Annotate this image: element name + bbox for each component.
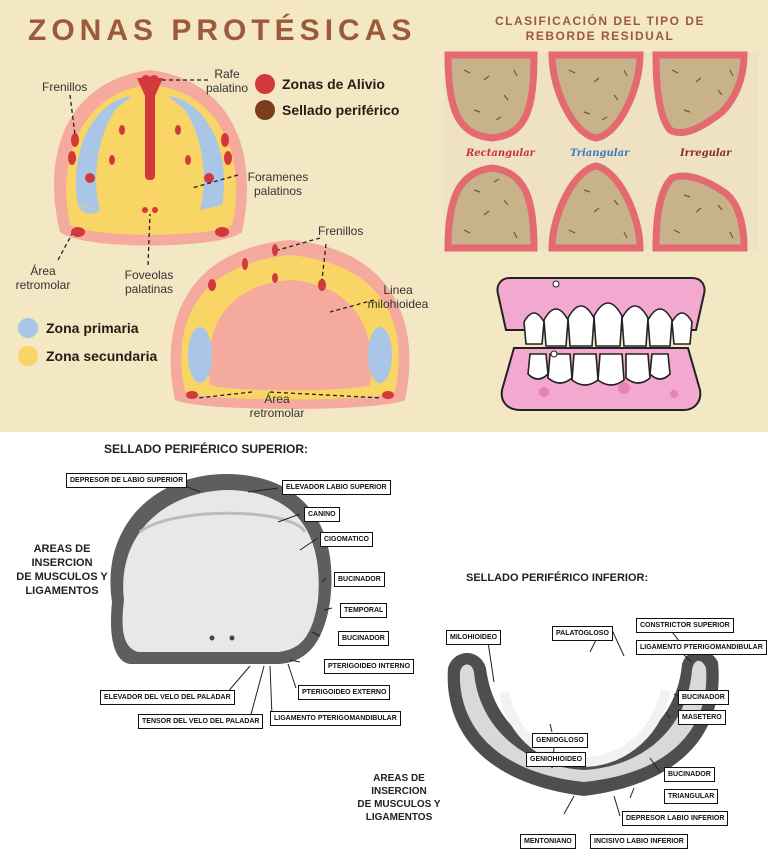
reborde-types-illustration xyxy=(444,51,758,252)
ridges-top-row xyxy=(444,51,748,142)
foveolas-palatinas-label: Foveolas palatinas xyxy=(124,268,174,296)
foramenes-palatinos-label: Foramenes palatinos xyxy=(247,170,309,198)
panel-title: ZONAS PROTÉSICAS xyxy=(28,14,417,47)
rafe-palatino-label: Rafe palatino xyxy=(205,67,249,95)
geniohioideo-box: GENIOHIOIDEO xyxy=(526,752,587,767)
upper-denture-drawing xyxy=(110,473,333,719)
bone-texture xyxy=(463,69,734,239)
tensor-velo-box: TENSOR DEL VELO DEL PALADAR xyxy=(138,714,264,729)
denture-illustration xyxy=(496,277,706,411)
frenillos-label: Frenillos xyxy=(42,80,88,94)
geniogloso-box: GENIOGLOSO xyxy=(532,733,588,748)
ligamento-pterigomandibular-inf-box: LIGAMENTO PTERIGOMANDIBULAR xyxy=(636,640,767,655)
alivio-legend-label: Zonas de Alivio xyxy=(282,76,385,92)
elevador-labio-superior-box: ELEVADOR LABIO SUPERIOR xyxy=(282,480,391,495)
reborde-rectangular-label: Rectangular xyxy=(466,148,535,159)
sellado-inferior-title: SELLADO PERIFÉRICO INFERIOR: xyxy=(466,572,649,584)
pterigoideo-interno-box: PTERIGOIDEO INTERNO xyxy=(324,659,415,674)
reborde-title: CLASIFICACIÓN DEL TIPO DE REBORDE RESIDU… xyxy=(495,14,705,43)
elevador-velo-box: ELEVADOR DEL VELO DEL PALADAR xyxy=(100,690,235,705)
triangular-box: TRIANGULAR xyxy=(664,789,719,804)
ridges-bottom-row xyxy=(444,162,748,252)
buccinador-box-2: BUCINADOR xyxy=(338,631,389,646)
palatogloso-box: PALATOGLOSO xyxy=(552,626,613,641)
alivio-legend-swatch xyxy=(255,74,275,94)
linea-milohioidea-label: Linea milohioidea xyxy=(367,283,429,311)
canino-box: CANINO xyxy=(304,507,340,522)
primaria-legend-swatch xyxy=(18,318,38,338)
buccinador-inf-box-2: BUCINADOR xyxy=(664,767,715,782)
reborde-triangular-label: Triangular xyxy=(570,148,630,159)
milohioideo-box: MILOHIOIDEO xyxy=(446,630,502,645)
area-retromolar-label: Área retromolar xyxy=(15,264,71,292)
lower-arch xyxy=(170,240,410,409)
cigomatico-box: CIGOMATICO xyxy=(320,532,373,547)
incisivo-labio-inferior-box: INCISIVO LABIO INFERIOR xyxy=(590,834,688,849)
primaria-legend-label: Zona primaria xyxy=(46,320,139,336)
secundaria-legend-label: Zona secundaria xyxy=(46,348,158,364)
buccinador-box-1: BUCINADOR xyxy=(334,572,385,587)
sellado-legend-swatch xyxy=(255,100,275,120)
sellado-legend-label: Sellado periférico xyxy=(282,102,400,118)
constrictor-superior-box: CONSTRICTOR SUPERIOR xyxy=(636,618,734,633)
areas-insercion-label-right: AREAS DE INSERCION DE MUSCULOS Y LIGAMEN… xyxy=(357,773,441,823)
depresor-labio-superior-box: DEPRESOR DE LABIO SUPERIOR xyxy=(66,473,188,488)
depresor-labio-inferior-box: DEPRESOR LABIO INFERIOR xyxy=(622,811,729,826)
areas-insercion-label-left: AREAS DE INSERCION DE MUSCULOS Y LIGAMEN… xyxy=(16,543,108,597)
buccinador-inf-box-1: BUCINADOR xyxy=(678,690,729,705)
reborde-irregular-label: Irregular xyxy=(680,148,732,159)
ligamento-pterigomandibular-box: LIGAMENTO PTERIGOMANDIBULAR xyxy=(270,711,401,726)
pterigoideo-externo-box: PTERIGOIDEO EXTERNO xyxy=(298,685,391,700)
area-retromolar-bottom-label: Área retromolar xyxy=(249,392,305,420)
masetero-box: MASETERO xyxy=(678,710,726,725)
frenillos-lower-label: Frenillos xyxy=(318,224,364,238)
secundaria-legend-swatch xyxy=(18,346,38,366)
upper-arch xyxy=(54,70,248,246)
upper-arch-illustration xyxy=(54,70,410,409)
sellado-superior-title: SELLADO PERIFÉRICO SUPERIOR: xyxy=(104,442,309,456)
mentoniano-box: MENTONIANO xyxy=(520,834,576,849)
temporal-box: TEMPORAL xyxy=(340,603,388,618)
